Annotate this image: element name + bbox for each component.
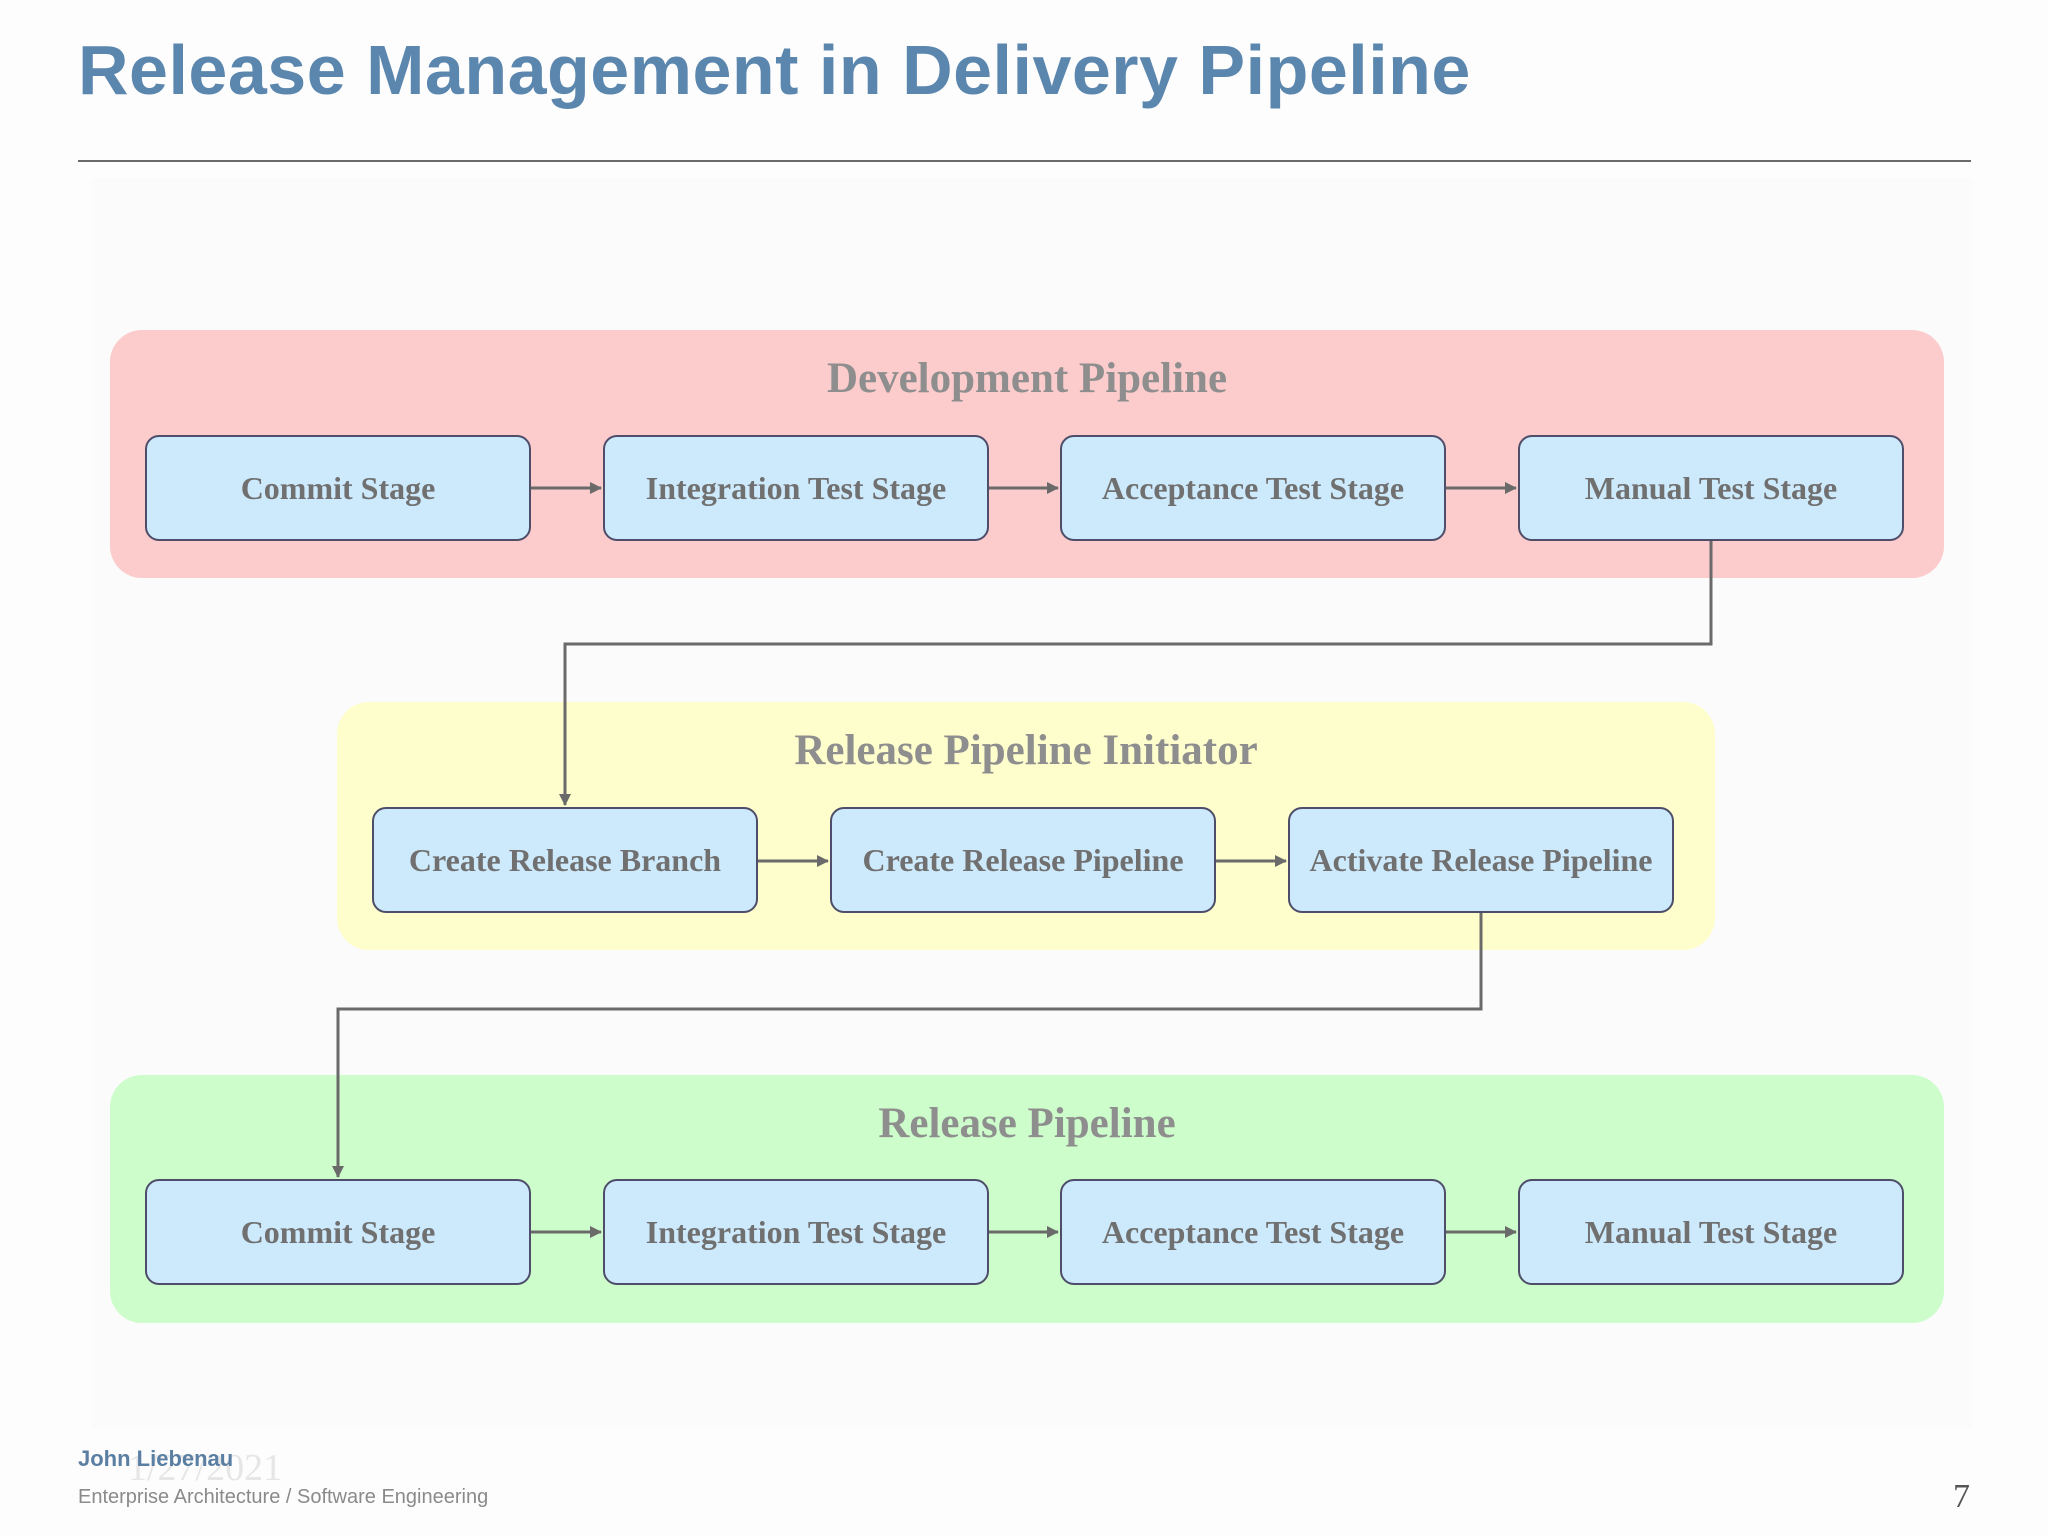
create-release-pipeline-stage[interactable]: Create Release Pipeline <box>830 807 1216 913</box>
connector-activate-to-release-commit <box>332 913 1483 1178</box>
connector-manual-to-release-branch <box>559 541 1713 806</box>
dev-acceptance-test-stage[interactable]: Acceptance Test Stage <box>1060 435 1446 541</box>
dev-integration-test-stage[interactable]: Integration Test Stage <box>603 435 989 541</box>
page-number: 7 <box>1953 1478 1970 1515</box>
dev-commit-stage[interactable]: Commit Stage <box>145 435 531 541</box>
slide-title: Release Management in Delivery Pipeline <box>78 31 1471 109</box>
rel-acceptance-test-stage[interactable]: Acceptance Test Stage <box>1060 1179 1446 1285</box>
rel-integration-test-stage[interactable]: Integration Test Stage <box>603 1179 989 1285</box>
rel-commit-stage[interactable]: Commit Stage <box>145 1179 531 1285</box>
group-title-release-pipeline: Release Pipeline <box>878 1100 1176 1147</box>
group-title-release-pipeline-initiator: Release Pipeline Initiator <box>794 727 1258 774</box>
footer-date: 1/27/2021 <box>128 1447 283 1489</box>
activate-release-pipeline-stage[interactable]: Activate Release Pipeline <box>1288 807 1674 913</box>
footer-author: John Liebenau <box>78 1446 234 1471</box>
dev-manual-test-stage[interactable]: Manual Test Stage <box>1518 435 1904 541</box>
create-release-branch-stage[interactable]: Create Release Branch <box>372 807 758 913</box>
group-title-development-pipeline: Development Pipeline <box>826 355 1228 402</box>
rel-manual-test-stage[interactable]: Manual Test Stage <box>1518 1179 1904 1285</box>
title-divider <box>78 160 1971 162</box>
footer-subtitle: Enterprise Architecture / Software Engin… <box>78 1486 489 1508</box>
